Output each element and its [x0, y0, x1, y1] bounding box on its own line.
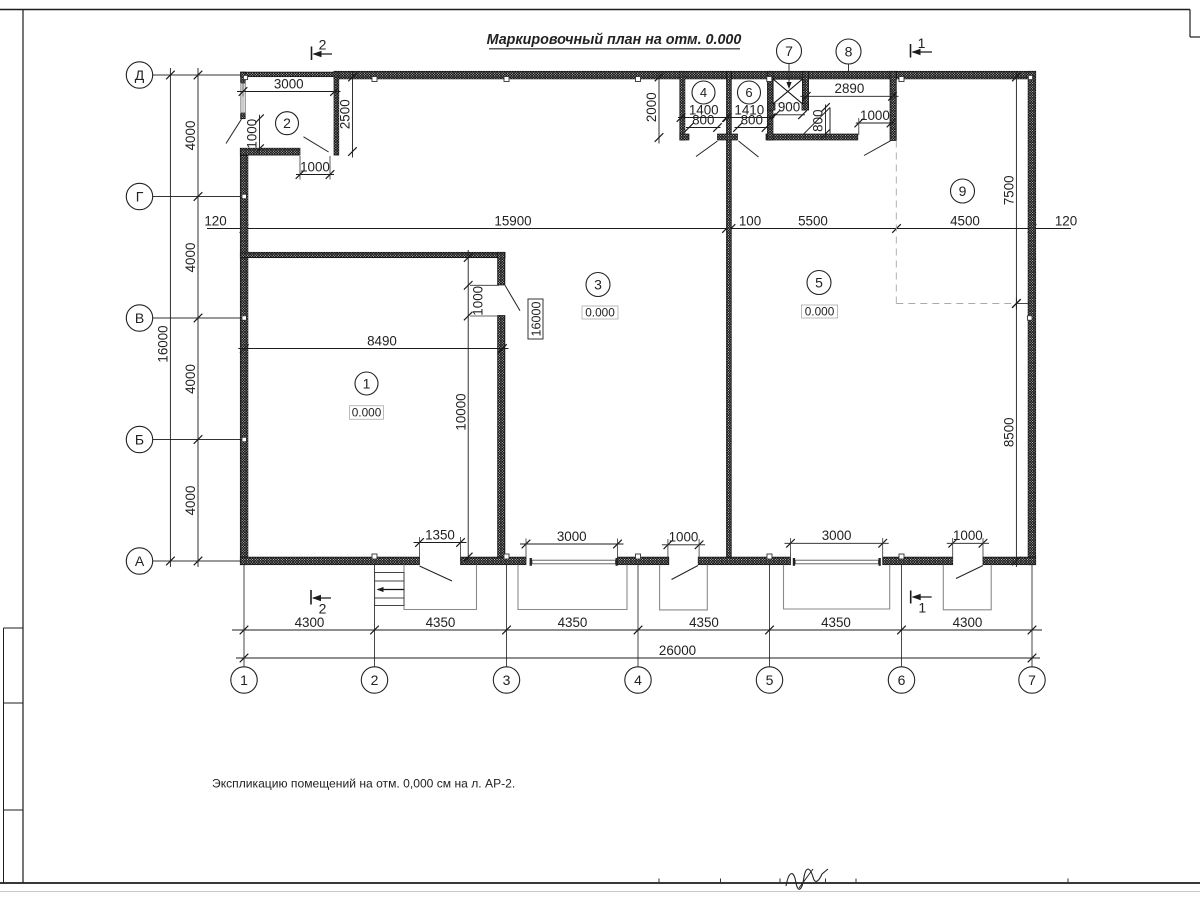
svg-text:3000: 3000: [274, 76, 304, 91]
svg-text:7: 7: [785, 43, 793, 59]
svg-text:900: 900: [778, 100, 800, 115]
svg-text:2500: 2500: [338, 99, 353, 129]
svg-text:1: 1: [363, 376, 371, 392]
svg-text:Д: Д: [135, 67, 145, 83]
svg-text:16000: 16000: [530, 301, 544, 336]
svg-text:10000: 10000: [453, 393, 468, 430]
svg-text:0.000: 0.000: [805, 305, 835, 319]
svg-text:1: 1: [918, 35, 926, 51]
svg-text:8: 8: [845, 44, 853, 60]
svg-text:1000: 1000: [245, 119, 260, 149]
svg-text:Маркировочный план на отм. 0.0: Маркировочный план на отм. 0.000: [487, 32, 742, 48]
svg-text:800: 800: [692, 112, 714, 127]
svg-text:4: 4: [634, 672, 642, 688]
svg-text:120: 120: [204, 213, 226, 228]
svg-text:2: 2: [319, 37, 327, 53]
svg-text:9: 9: [959, 183, 967, 199]
svg-text:7500: 7500: [1002, 175, 1017, 205]
svg-text:8490: 8490: [367, 333, 397, 348]
svg-text:А: А: [135, 553, 145, 569]
svg-text:2: 2: [283, 115, 291, 131]
svg-text:Б: Б: [135, 432, 144, 448]
svg-text:1350: 1350: [425, 527, 455, 542]
svg-text:3: 3: [503, 672, 511, 688]
svg-text:3000: 3000: [822, 528, 852, 543]
svg-text:1: 1: [240, 672, 248, 688]
svg-text:5: 5: [766, 672, 774, 688]
svg-text:800: 800: [811, 109, 826, 131]
svg-text:1000: 1000: [300, 159, 330, 174]
svg-text:2000: 2000: [644, 92, 659, 122]
svg-text:5500: 5500: [798, 213, 828, 228]
svg-text:2: 2: [371, 672, 379, 688]
svg-text:0.000: 0.000: [585, 306, 615, 320]
svg-text:2: 2: [319, 601, 327, 617]
svg-text:4300: 4300: [295, 615, 325, 630]
svg-text:16000: 16000: [156, 325, 171, 362]
svg-text:6: 6: [745, 85, 752, 100]
svg-text:120: 120: [1055, 213, 1077, 228]
svg-text:4350: 4350: [426, 615, 456, 630]
svg-text:Г: Г: [136, 189, 144, 205]
svg-text:1000: 1000: [860, 108, 890, 123]
svg-text:Экспликацию помещений на отм.: Экспликацию помещений на отм. 0,000 см н…: [212, 776, 515, 790]
svg-text:3000: 3000: [557, 529, 587, 544]
svg-text:5: 5: [815, 275, 823, 291]
svg-text:7: 7: [1028, 672, 1036, 688]
svg-text:4300: 4300: [953, 615, 983, 630]
svg-text:1410: 1410: [734, 102, 764, 117]
svg-text:4350: 4350: [821, 615, 851, 630]
svg-text:1000: 1000: [669, 530, 699, 545]
svg-text:0.000: 0.000: [352, 406, 382, 420]
svg-text:В: В: [135, 310, 144, 326]
svg-text:3: 3: [594, 277, 602, 293]
svg-text:4: 4: [700, 85, 707, 100]
svg-text:8500: 8500: [1002, 417, 1017, 447]
svg-text:4000: 4000: [183, 243, 198, 273]
svg-text:4000: 4000: [183, 121, 198, 151]
svg-text:1: 1: [918, 600, 926, 616]
svg-text:100: 100: [739, 213, 761, 228]
svg-text:2890: 2890: [835, 81, 865, 96]
svg-text:4000: 4000: [183, 364, 198, 394]
svg-text:4500: 4500: [950, 213, 980, 228]
svg-text:4350: 4350: [558, 615, 588, 630]
svg-text:4000: 4000: [183, 486, 198, 516]
svg-text:4350: 4350: [689, 615, 719, 630]
svg-text:1400: 1400: [689, 102, 719, 117]
svg-text:26000: 26000: [659, 643, 696, 658]
svg-text:1000: 1000: [470, 286, 485, 316]
svg-text:15900: 15900: [494, 213, 531, 228]
svg-text:6: 6: [898, 672, 906, 688]
svg-text:1000: 1000: [953, 528, 983, 543]
svg-text:800: 800: [741, 112, 763, 127]
